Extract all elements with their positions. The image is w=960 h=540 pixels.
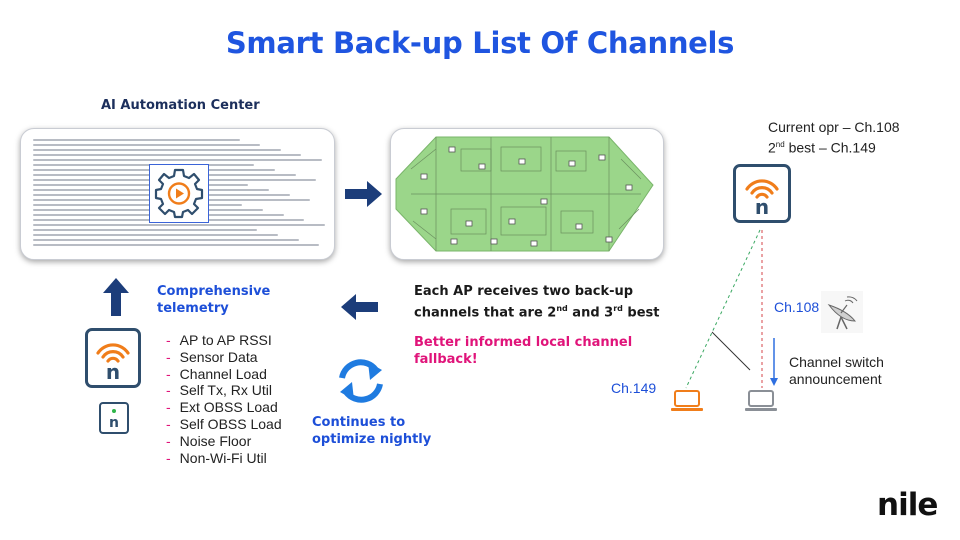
backup-line2: channels that are 2nd and 3rd best — [414, 304, 660, 321]
arrow-left-icon — [340, 294, 378, 325]
gear-play-icon — [149, 164, 209, 223]
ap-glyph: n — [106, 360, 120, 384]
list-item: -Ext OBSS Load — [166, 399, 278, 416]
fallback-note: Better informed local channel fallback! — [414, 335, 633, 367]
optimize-note: Continues to optimize nightly — [312, 415, 432, 447]
sensor-glyph: n — [109, 415, 119, 431]
floorplan-panel — [390, 128, 664, 260]
laptop-icon — [745, 389, 777, 418]
list-item: -Channel Load — [166, 365, 267, 382]
log-line — [33, 184, 249, 186]
laptop-icon — [671, 389, 703, 418]
log-line — [33, 229, 258, 231]
log-line — [33, 139, 240, 141]
metrics-list: -AP to AP RSSI -Sensor Data -Channel Loa… — [166, 332, 282, 466]
switch-announcement: Channel switch announcement — [789, 354, 884, 387]
backup-description: Each AP receives two back-up channels th… — [414, 283, 659, 321]
list-item: -Sensor Data — [166, 348, 258, 365]
list-item: -Self Tx, Rx Util — [166, 382, 272, 399]
ch108-label: Ch.108 — [774, 299, 820, 315]
backup-line1: Each AP receives two back-up — [414, 284, 634, 299]
list-item: -Non-Wi-Fi Util — [166, 449, 267, 466]
satellite-dish-icon — [821, 291, 863, 333]
log-line — [33, 164, 255, 166]
log-line — [33, 149, 281, 151]
ch149-label: Ch.149 — [611, 380, 657, 396]
log-line — [33, 209, 264, 211]
arrow-right-icon — [345, 181, 383, 212]
telemetry-heading: Comprehensive telemetry — [157, 283, 270, 317]
connection-lines — [685, 229, 778, 389]
log-line — [33, 234, 278, 236]
log-line — [33, 224, 326, 226]
log-line — [33, 154, 302, 156]
log-line — [33, 244, 320, 246]
access-point-icon: n — [733, 164, 791, 223]
list-item: -AP to AP RSSI — [166, 332, 272, 348]
access-point-icon: n — [85, 328, 141, 388]
telemetry-line2: telemetry — [157, 301, 229, 316]
log-line — [33, 239, 299, 241]
log-line — [33, 159, 323, 161]
log-line — [33, 204, 243, 206]
page-title: Smart Back-up List Of Channels — [225, 26, 735, 60]
sensor-icon: n — [99, 402, 129, 434]
nile-logo: nile — [877, 487, 938, 523]
ai-center-screenshot — [20, 128, 335, 260]
ap-glyph: n — [755, 195, 769, 219]
refresh-icon — [334, 356, 388, 411]
telemetry-line1: Comprehensive — [157, 284, 271, 299]
list-item: -Noise Floor — [166, 432, 252, 449]
floorplan-map — [395, 136, 654, 252]
current-channels: Current opr – Ch.108 2nd best – Ch.149 — [768, 119, 900, 156]
list-item: -Self OBSS Load — [166, 415, 282, 432]
ai-center-label: AI Automation Center — [101, 98, 260, 113]
log-line — [33, 144, 261, 146]
arrow-up-icon — [103, 278, 129, 321]
